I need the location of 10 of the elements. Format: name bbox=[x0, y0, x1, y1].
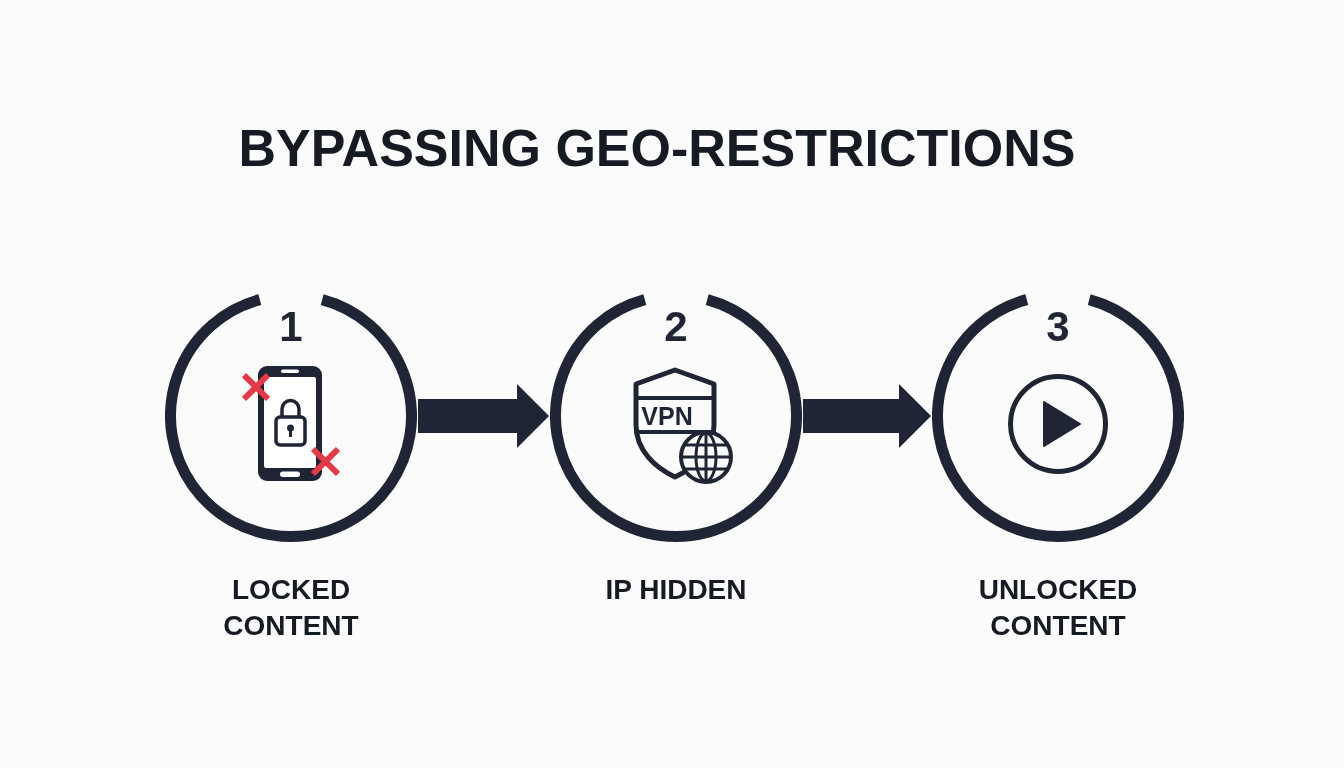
step-number: 3 bbox=[1046, 306, 1070, 348]
shield-text: VPN bbox=[641, 403, 693, 429]
step-number: 1 bbox=[279, 306, 303, 348]
arrow bbox=[803, 384, 931, 448]
step-number: 2 bbox=[664, 306, 688, 348]
diagram-title: BYPASSING GEO-RESTRICTIONS bbox=[238, 122, 1076, 174]
step-caption: UNLOCKED CONTENT bbox=[977, 573, 1139, 643]
arrow bbox=[418, 384, 549, 448]
step-caption: IP HIDDEN bbox=[604, 573, 748, 607]
step-caption: LOCKED CONTENT bbox=[222, 573, 360, 643]
